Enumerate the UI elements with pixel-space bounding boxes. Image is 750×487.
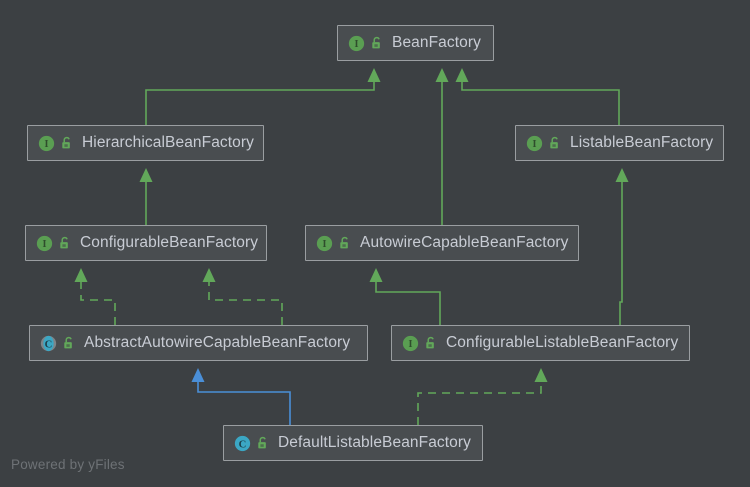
svg-text:I: I [323,239,327,250]
node-label: ConfigurableBeanFactory [80,234,259,252]
lock-icon [62,136,70,149]
interface-icon: I [526,135,543,151]
node-ConfigurableListableBeanFactory[interactable]: I ConfigurableListableBeanFactory [391,325,690,361]
svg-text:I: I [45,139,49,150]
node-icon-group: I [38,135,73,152]
lock-icon [550,136,558,149]
edge-abstract-to-autowire [208,282,283,325]
interface-icon: I [402,335,419,351]
node-label: AbstractAutowireCapableBeanFactory [84,334,351,352]
edge-abstract-to-configurable [80,282,116,325]
class-icon: C [234,435,251,451]
node-ListableBeanFactory[interactable]: I ListableBeanFactory [515,125,724,161]
edge-hierarchical-to-beanfactory [145,82,375,125]
node-AutowireCapableBeanFactory[interactable]: I AutowireCapableBeanFactory [305,225,579,261]
node-label: ConfigurableListableBeanFactory [446,334,679,352]
node-icon-group: I [36,235,71,252]
node-label: ListableBeanFactory [570,134,714,152]
node-HierarchicalBeanFactory[interactable]: I HierarchicalBeanFactory [27,125,264,161]
node-icon-group: I [316,235,351,252]
svg-text:I: I [533,139,537,150]
lock-icon [426,336,434,349]
lock-icon [60,236,68,249]
node-icon-group: I [526,135,561,152]
edge-default-to-configurablelistable [417,382,542,425]
svg-text:I: I [355,39,359,50]
lock-icon [64,336,72,349]
svg-text:I: I [43,239,47,250]
edge-autowire-to-beanfactory-arrowhead [435,68,449,82]
node-icon-group: C [40,335,75,352]
abstract-class-icon: C [40,335,57,351]
edge-abstract-to-configurable-arrowhead [74,268,88,282]
lock-icon [258,436,266,449]
edge-listable-to-beanfactory [461,82,620,125]
node-label: AutowireCapableBeanFactory [360,234,569,252]
svg-text:C: C [45,339,53,350]
edge-hierarchical-to-beanfactory-arrowhead [367,68,381,82]
edge-abstract-to-autowire-arrowhead [202,268,216,282]
edge-configurablelistable-to-autowire-arrowhead [369,268,383,282]
node-icon-group: C [234,435,269,452]
edge-configurable-to-hierarchical-arrowhead [139,168,153,182]
node-label: HierarchicalBeanFactory [82,134,255,152]
svg-text:C: C [239,439,247,450]
edge-listable-to-beanfactory-arrowhead [455,68,469,82]
lock-icon [340,236,348,249]
interface-icon: I [36,235,53,251]
interface-icon: I [38,135,55,151]
node-AbstractAutowireCapableBeanFactory[interactable]: C AbstractAutowireCapableBeanFactory [29,325,368,361]
interface-icon: I [348,35,365,51]
node-label: BeanFactory [392,34,481,52]
edge-default-to-abstract [197,382,291,425]
node-icon-group: I [402,335,437,352]
edge-configurablelistable-to-listable [619,182,623,325]
svg-text:I: I [409,339,413,350]
edge-default-to-configurablelistable-arrowhead [534,368,548,382]
watermark-label: Powered by yFiles [11,457,125,472]
node-icon-group: I [348,35,383,52]
edge-configurablelistable-to-autowire [375,282,441,325]
node-label: DefaultListableBeanFactory [278,434,472,452]
edge-default-to-abstract-arrowhead [191,368,205,382]
node-DefaultListableBeanFactory[interactable]: C DefaultListableBeanFactory [223,425,483,461]
edge-configurablelistable-to-listable-arrowhead [615,168,629,182]
node-ConfigurableBeanFactory[interactable]: I ConfigurableBeanFactory [25,225,267,261]
interface-icon: I [316,235,333,251]
node-BeanFactory[interactable]: I BeanFactory [337,25,494,61]
lock-icon [372,36,380,49]
